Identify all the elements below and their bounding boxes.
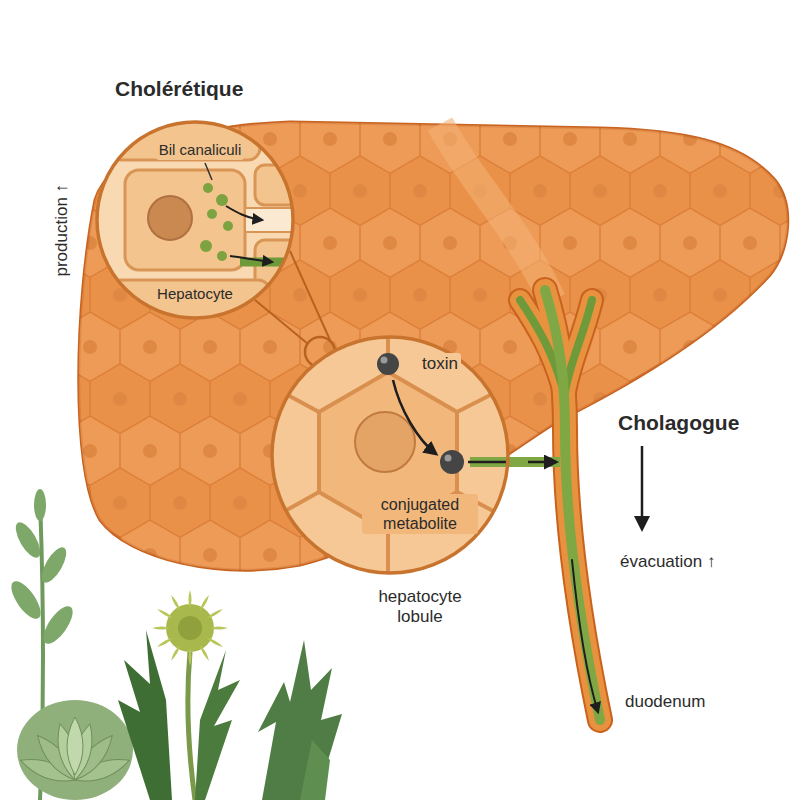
circle-outline: [270, 335, 510, 575]
node-text: conjugated metabolite: [362, 494, 478, 534]
node-text: toxin: [419, 353, 461, 375]
part-label: hepatocyte lobule: [365, 587, 475, 628]
bile-duct: [520, 290, 600, 720]
node-text: Bil canaliculi: [156, 140, 245, 160]
zoom-circle: Bil canaliculiHepatocyte: [95, 120, 295, 320]
axis-label: production ↑: [52, 184, 72, 277]
hepatocyte-zoom: [97, 100, 345, 340]
node-text: Hepatocyte: [154, 284, 236, 304]
flow-arrow: [634, 446, 650, 532]
flow-label: évacuation ↑: [620, 552, 715, 572]
zoom-circle: toxin conjugated metabolite: [270, 335, 510, 575]
herb-illustration: [6, 489, 342, 800]
heading-label: Cholérétique: [115, 76, 243, 101]
heading-label: Cholagogue: [618, 410, 739, 435]
lobule-zoom: [260, 320, 560, 590]
part-label: duodenum: [625, 692, 705, 712]
circle-border: [272, 337, 508, 573]
circle-border: [97, 122, 293, 318]
